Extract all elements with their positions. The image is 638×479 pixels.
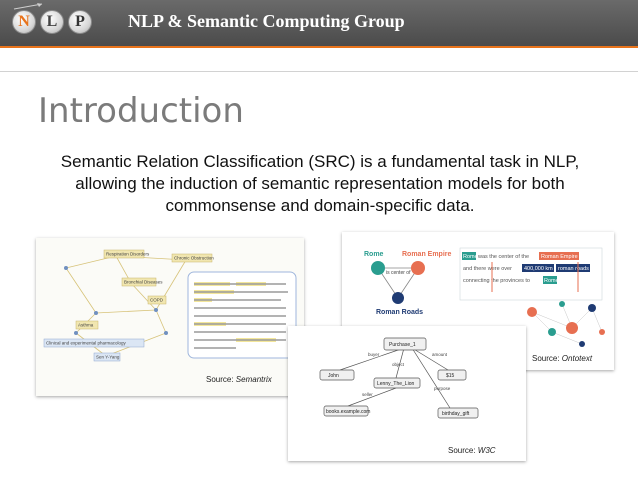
node-label: Chronic Obstruction	[174, 256, 214, 261]
graph-label: Roman Empire	[402, 251, 452, 258]
source-name: Semantrix	[235, 375, 272, 384]
edge-label: amount	[432, 352, 448, 357]
w3c-graph: Purchase_1 John Lenny_The_Lion $15 books…	[288, 326, 526, 461]
node-label: Respiration Disorders	[106, 252, 150, 257]
source-prefix: Source:	[532, 354, 562, 363]
slide-title: Introduction	[38, 91, 244, 131]
node-label: John	[328, 373, 339, 379]
node-label: Bronchial Diseases	[124, 280, 163, 285]
roman-roads-node	[392, 292, 404, 304]
graph-edge-label: is center of	[386, 270, 411, 276]
ontotext-source-caption: Source: Ontotext	[532, 354, 592, 363]
logo-letter-n: N	[12, 10, 36, 34]
slide-body-text: Semantic Relation Classification (SRC) i…	[60, 152, 580, 215]
node-label: Clinical and experimental pharmacology	[46, 341, 127, 346]
node-label: Lenny_The_Lion	[377, 381, 414, 387]
semantrix-source-caption: Source: Semantrix	[206, 375, 272, 384]
node-label: Purchase_1	[389, 342, 416, 348]
logo-letter-l: L	[40, 10, 64, 34]
semantrix-figure: Respiration Disorders Chronic Obstructio…	[36, 238, 304, 396]
source-name: Ontotext	[561, 354, 593, 363]
graph-label: Rome	[364, 251, 384, 258]
logo-letter-p: P	[68, 10, 92, 34]
title-divider	[0, 71, 638, 72]
slide-header: N L P NLP & Semantic Computing Group	[0, 0, 638, 46]
sentence-token: Rome	[544, 278, 559, 284]
edge-label: purpose	[434, 386, 451, 391]
w3c-source-caption: Source: W3C	[448, 446, 496, 455]
edge-label: object	[392, 362, 405, 367]
node-label: Sen Y-Yang	[96, 355, 120, 360]
node-label: COPD	[150, 298, 164, 303]
source-name: W3C	[477, 446, 496, 455]
sentence-token: Rome	[463, 254, 478, 260]
node-label: $15	[446, 373, 455, 379]
sentence-token: connecting the provinces to	[463, 278, 530, 284]
sentence-token: Roman Empire	[541, 254, 578, 260]
sentence-token: and there were over	[463, 266, 512, 272]
rome-node	[371, 261, 385, 275]
graph-label: Roman Roads	[376, 309, 423, 316]
logo-arrow-icon	[13, 3, 43, 10]
source-prefix: Source:	[206, 375, 236, 384]
source-prefix: Source:	[448, 446, 478, 455]
node-label: Asthma	[78, 323, 94, 328]
sentence-token: roman roads	[558, 266, 589, 272]
node-label: books.example.com	[326, 409, 370, 415]
node-label: birthday_gift	[442, 411, 470, 417]
semantrix-graph: Respiration Disorders Chronic Obstructio…	[36, 238, 304, 396]
header-accent-rule	[0, 46, 638, 48]
sentence-token: was the center of the	[477, 254, 529, 260]
group-title: NLP & Semantic Computing Group	[128, 11, 405, 31]
sentence-token: 400,000 km	[524, 266, 553, 272]
edge-label: buyer	[368, 352, 380, 357]
roman-empire-node	[411, 261, 425, 275]
w3c-figure: Purchase_1 John Lenny_The_Lion $15 books…	[288, 326, 526, 461]
edge-label: seller	[362, 392, 373, 397]
